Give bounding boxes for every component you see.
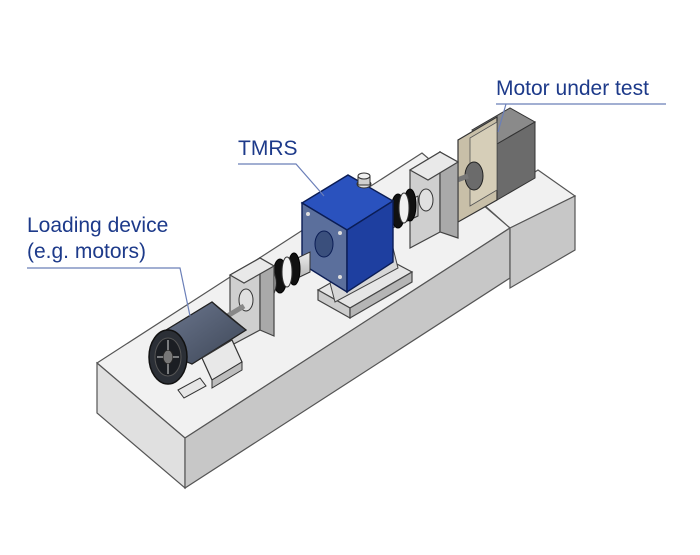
leader-line-motor-under-test-pointer	[497, 103, 507, 133]
rear-bearing-top	[408, 151, 460, 181]
leader-line-loading-device	[27, 267, 191, 317]
tmrs-screw	[306, 212, 310, 216]
label-loading-device-line2: (e.g. motors)	[27, 240, 147, 263]
tmrs-sensor	[300, 172, 395, 294]
label-motor-under-test: Motor under test	[496, 77, 649, 100]
motor-under-test	[429, 107, 537, 224]
label-loading-device-line1: Loading device	[27, 214, 169, 237]
main-base	[95, 152, 512, 490]
rear-bearing-block	[408, 150, 460, 249]
rear-bearing-hole	[418, 188, 434, 212]
front-bearing-block	[228, 256, 276, 347]
front-bearing-top	[228, 257, 276, 284]
loading-motor	[148, 301, 248, 399]
rear-coupling	[383, 188, 419, 233]
test-motor-base-side	[509, 195, 576, 290]
tmrs-screw	[338, 275, 342, 279]
label-loading-device: Loading device (e.g. motors)	[27, 213, 168, 265]
leader-line-tmrs	[238, 163, 325, 197]
label-tmrs: TMRS	[238, 137, 298, 160]
tmrs-shaft-hole	[314, 230, 334, 258]
tmrs-screw	[338, 231, 342, 235]
tmrs-side	[346, 199, 394, 294]
leader-lines	[27, 103, 666, 317]
test-motor-base	[483, 169, 577, 290]
